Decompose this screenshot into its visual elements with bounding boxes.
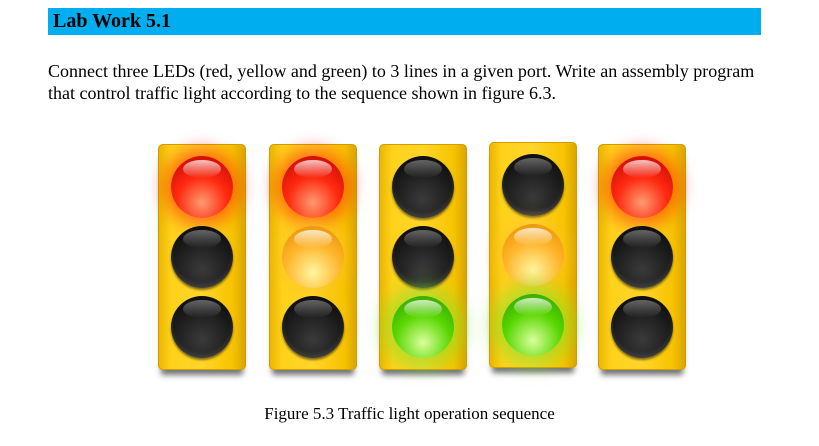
yellow-lamp xyxy=(282,226,344,288)
green-lamp xyxy=(502,294,564,356)
green-lamp xyxy=(282,296,344,358)
yellow-lamp xyxy=(171,226,233,288)
green-lamp xyxy=(171,296,233,358)
yellow-lamp xyxy=(502,224,564,286)
section-heading: Lab Work 5.1 xyxy=(53,10,171,32)
green-lamp xyxy=(392,296,454,358)
traffic-light-figure xyxy=(0,140,819,380)
instruction-paragraph: Connect three LEDs (red, yellow and gree… xyxy=(48,61,755,103)
green-lamp xyxy=(611,296,673,358)
traffic-light-4 xyxy=(489,142,577,368)
section-heading-bar: Lab Work 5.1 xyxy=(48,8,761,35)
red-lamp xyxy=(502,154,564,216)
traffic-light-5 xyxy=(598,144,686,370)
red-lamp xyxy=(282,156,344,218)
traffic-light-1 xyxy=(158,144,246,370)
traffic-light-3 xyxy=(379,144,467,370)
red-lamp xyxy=(392,156,454,218)
red-lamp xyxy=(611,156,673,218)
figure-caption: Figure 5.3 Traffic light operation seque… xyxy=(264,404,555,423)
traffic-light-2 xyxy=(269,144,357,370)
red-lamp xyxy=(171,156,233,218)
yellow-lamp xyxy=(611,226,673,288)
yellow-lamp xyxy=(392,226,454,288)
